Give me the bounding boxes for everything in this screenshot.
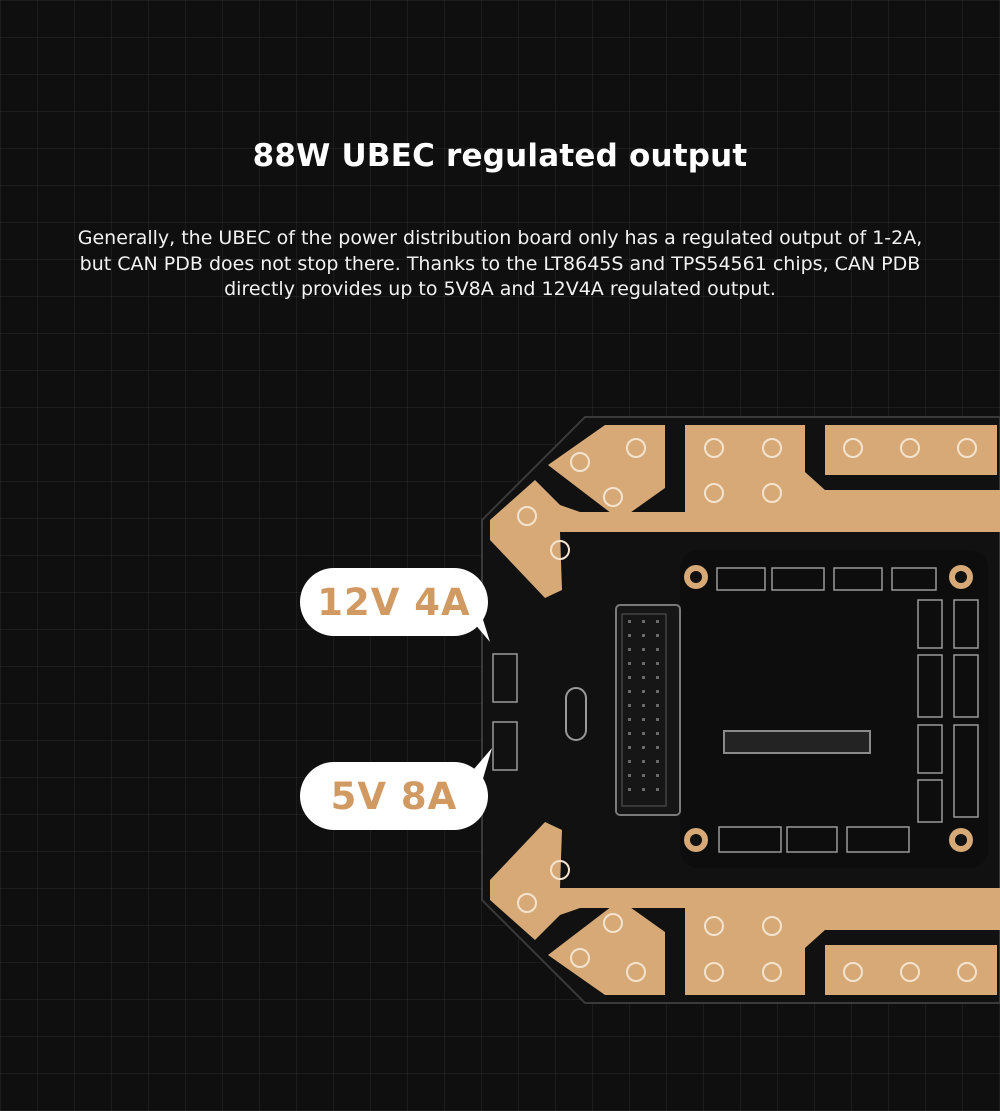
header-pin [642,634,645,637]
jst-connectors [492,567,979,853]
header-pin [628,760,631,763]
header-pin [642,704,645,707]
header-pin [628,634,631,637]
header-pin [642,676,645,679]
header-pin [656,760,659,763]
label-5v-8a: 5V 8A [300,762,488,830]
header-pin [656,718,659,721]
header-pin [656,732,659,735]
header-pin [628,774,631,777]
header-pin [628,620,631,623]
header-pin [642,620,645,623]
header-pin [656,788,659,791]
header-pin [628,746,631,749]
label-12v-4a: 12V 4A [300,568,488,636]
page-title: 88W UBEC regulated output [252,138,748,174]
ffc-slot [723,730,871,754]
header-pin [628,676,631,679]
usb-c-port [565,687,587,741]
header-pin [642,746,645,749]
header-pin [642,718,645,721]
header-pin [628,690,631,693]
header-pin [628,788,631,791]
pin-header [615,604,681,816]
header-pin [628,718,631,721]
description-text: Generally, the UBEC of the power distrib… [77,227,923,300]
header-pin [642,662,645,665]
header-pin [628,662,631,665]
header-pin [656,690,659,693]
header-pin [642,760,645,763]
header-pin [656,634,659,637]
header-pin [628,732,631,735]
copper-pads-bottom [490,822,1000,995]
header-pin [656,774,659,777]
header-pin [656,662,659,665]
header-pin [628,704,631,707]
header-pin [642,788,645,791]
header-pin [642,774,645,777]
header-pin [656,620,659,623]
copper-pads-top [490,425,1000,598]
header-pin [656,676,659,679]
header-pin [642,648,645,651]
header-pin [642,732,645,735]
header-pin [656,746,659,749]
header-pin [642,690,645,693]
header-pin [628,648,631,651]
via-holes [517,438,977,982]
header-pin [656,648,659,651]
mounting-holes [684,565,973,852]
header-pin [656,704,659,707]
